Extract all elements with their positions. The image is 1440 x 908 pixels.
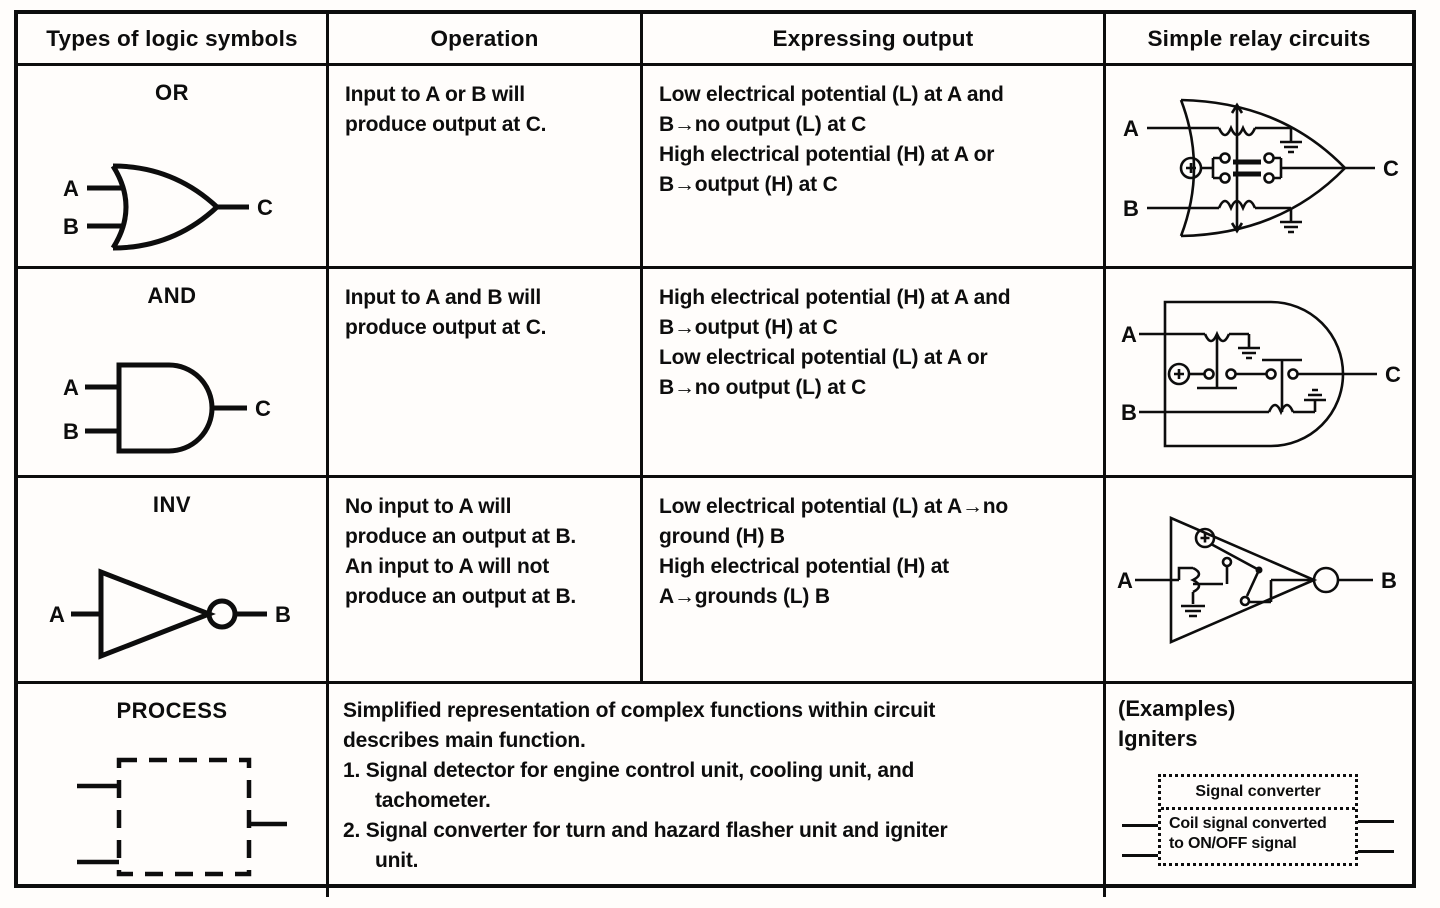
relay-coil-icon — [1147, 199, 1291, 212]
contact-icon — [1201, 152, 1283, 184]
inv-relay-circuit-diagram: A B — [1117, 515, 1397, 644]
ground-icon — [1181, 604, 1205, 617]
power-source-icon — [1167, 362, 1191, 386]
relay-coil-icon — [1139, 403, 1315, 416]
header-label: Simple relay circuits — [1147, 25, 1371, 51]
relay-coil-icon — [1171, 566, 1201, 604]
relay-input-a-label: A — [1117, 568, 1133, 593]
and-input-a-label: A — [63, 375, 79, 400]
ground-icon — [1280, 208, 1302, 234]
or-operation-text: Input to A or B will produce output at C… — [329, 66, 643, 269]
relay-output-c-label: C — [1385, 362, 1401, 387]
header-operation: Operation — [329, 14, 643, 66]
inv-expressing-output-text: Low electrical potential (L) at A→no gro… — [643, 478, 1106, 684]
relay-input-b-label: B — [1123, 196, 1139, 221]
process-description-item-2: 2. Signal converter for turn and hazard … — [343, 819, 948, 872]
header-label: Types of logic symbols — [46, 25, 298, 51]
output-line — [1358, 820, 1394, 823]
and-expressing-output-text: High electrical potential (H) at A and B… — [643, 269, 1106, 478]
relay-coil-icon — [1147, 124, 1291, 137]
logic-symbols-table: Types of logic symbols Operation Express… — [14, 10, 1416, 897]
contact-icon — [1189, 358, 1302, 412]
and-outline — [1163, 300, 1345, 448]
armature-link — [1230, 102, 1244, 234]
inv-relay-cell: A B — [1106, 478, 1412, 684]
inv-symbol-cell: INV A B — [18, 478, 329, 684]
header-label: Expressing output — [772, 25, 974, 51]
contact-icon — [1193, 542, 1312, 606]
signal-converter-description: Coil signal converted to ON/OFF signal — [1169, 815, 1327, 852]
or-gate-icon: A B C — [63, 163, 273, 251]
or-type-label: OR — [155, 80, 189, 105]
inverter-bubble — [1312, 566, 1340, 593]
inv-output-b-label: B — [275, 602, 291, 627]
header-types-of-logic-symbols: Types of logic symbols — [18, 14, 329, 66]
or-input-b-label: B — [63, 214, 79, 239]
contact-actuator — [1197, 336, 1237, 390]
process-description-item-1: 1. Signal detector for engine control un… — [343, 759, 915, 812]
relay-coil-icon — [1139, 330, 1249, 343]
ground-icon — [1238, 334, 1260, 360]
process-symbol-cell: PROCESS — [18, 684, 329, 897]
signal-converter-box: Signal converter Coil signal converted t… — [1158, 774, 1358, 866]
or-symbol-cell: OR A B C — [18, 66, 329, 269]
process-examples-cell: (Examples) Igniters Signal converter Coi… — [1106, 684, 1412, 897]
or-expressing-output-text: Low electrical potential (L) at A and B→… — [643, 66, 1106, 269]
relay-input-a-label: A — [1121, 322, 1137, 347]
process-description-cell: Simplified representation of complex fun… — [329, 684, 1106, 897]
header-expressing-output: Expressing output — [643, 14, 1106, 66]
input-line — [1122, 824, 1158, 827]
process-examples-heading: (Examples) Igniters — [1118, 696, 1236, 751]
and-operation-text: Input to A and B will produce output at … — [329, 269, 643, 478]
and-type-label: AND — [147, 283, 197, 308]
inv-input-a-label: A — [49, 602, 65, 627]
and-gate-icon: A B C — [63, 362, 271, 454]
header-label: Operation — [430, 25, 539, 51]
ground-icon — [1304, 388, 1326, 412]
relay-output-b-label: B — [1381, 568, 1397, 593]
input-line — [1122, 854, 1158, 857]
signal-converter-title: Signal converter — [1161, 777, 1355, 810]
relay-input-a-label: A — [1123, 116, 1139, 141]
process-box-icon — [77, 757, 287, 877]
and-relay-cell: A B — [1106, 269, 1412, 478]
and-relay-circuit-diagram: A B — [1121, 300, 1401, 448]
relay-input-b-label: B — [1121, 400, 1137, 425]
or-relay-cell: A B — [1106, 66, 1412, 269]
process-type-label: PROCESS — [116, 698, 228, 723]
and-output-c-label: C — [255, 396, 271, 421]
ground-icon — [1280, 128, 1302, 154]
and-symbol-cell: AND A B C — [18, 269, 329, 478]
and-input-b-label: B — [63, 419, 79, 444]
or-input-a-label: A — [63, 176, 79, 201]
power-source-icon — [1194, 527, 1216, 548]
or-output-c-label: C — [257, 195, 273, 220]
output-line — [1358, 850, 1394, 853]
relay-output-c-label: C — [1383, 156, 1399, 181]
power-source-icon — [1179, 156, 1203, 180]
inv-operation-text: No input to A will produce an output at … — [329, 478, 643, 684]
or-relay-circuit-diagram: A B — [1123, 98, 1399, 238]
header-simple-relay-circuits: Simple relay circuits — [1106, 14, 1412, 66]
inv-type-label: INV — [152, 492, 192, 517]
inverter-gate-icon: A B — [49, 568, 291, 660]
process-description-intro: Simplified representation of complex fun… — [343, 699, 936, 752]
